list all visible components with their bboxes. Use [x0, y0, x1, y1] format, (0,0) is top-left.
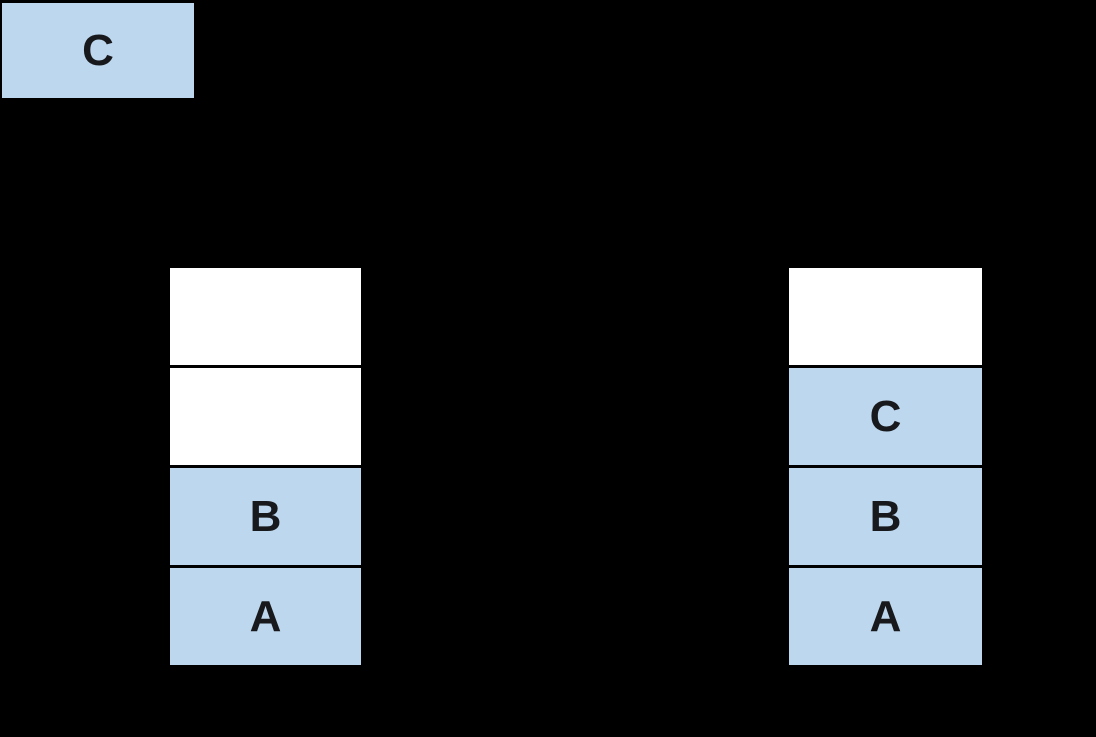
pushed-block-label: C: [82, 25, 114, 75]
stack-cell-label: A: [249, 591, 282, 641]
stack-cell: C: [789, 368, 982, 465]
stack-cell-label: C: [869, 391, 902, 441]
stack-cell: [170, 368, 361, 465]
stack-cell: B: [789, 468, 982, 565]
stack-cell-label: B: [249, 491, 282, 541]
stack-cell-label: B: [869, 491, 902, 541]
stack-before: B A: [170, 268, 361, 665]
stack-cell: B: [170, 468, 361, 565]
stack-cell: A: [170, 568, 361, 665]
stack-cell-label: A: [869, 591, 902, 641]
pushed-block: C: [2, 3, 194, 98]
stack-cell: A: [789, 568, 982, 665]
stack-after: C B A: [789, 268, 982, 665]
stack-cell: [170, 268, 361, 365]
stack-cell: [789, 268, 982, 365]
